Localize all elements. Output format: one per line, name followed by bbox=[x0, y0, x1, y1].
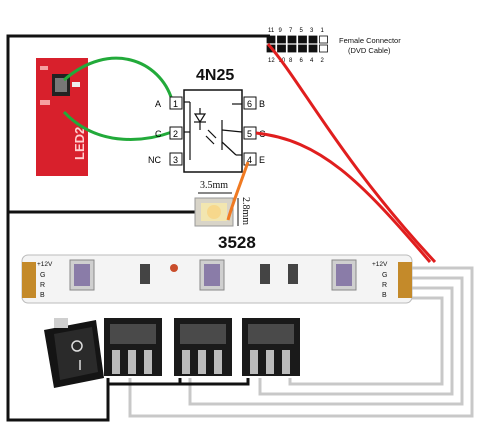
svg-text:2: 2 bbox=[173, 129, 178, 139]
pin-1: 1 A bbox=[155, 96, 183, 110]
connector-bottom-number: 8 bbox=[289, 58, 293, 64]
arduino-board: LED2 bbox=[36, 58, 88, 176]
svg-text:6: 6 bbox=[247, 99, 252, 109]
svg-text:G: G bbox=[40, 272, 45, 279]
smd-led: 3.5mm 2.8mm bbox=[194, 180, 251, 227]
chip-name: 4N25 bbox=[196, 67, 234, 84]
strip-left-labels: +12V G R B bbox=[37, 261, 53, 299]
connector-bottom-number: 6 bbox=[300, 58, 304, 64]
gray-wires bbox=[128, 266, 474, 418]
connector-subtitle: (DVD Cable) bbox=[348, 46, 391, 55]
red-wires bbox=[255, 43, 437, 264]
led-width-dim: 3.5mm bbox=[200, 180, 228, 191]
connector-bottom-number: 2 bbox=[321, 58, 325, 64]
connector-pin bbox=[319, 44, 328, 53]
pin-4-label: E bbox=[259, 155, 265, 165]
switch-body-2 bbox=[174, 318, 232, 376]
rocker-switch bbox=[44, 318, 104, 388]
connector-pin bbox=[277, 35, 286, 44]
connector-top-number: 11 bbox=[268, 28, 275, 34]
connector-pin bbox=[308, 35, 318, 44]
strip-resistor-1 bbox=[140, 264, 150, 284]
connector-pin bbox=[298, 44, 307, 53]
svg-text:1: 1 bbox=[173, 99, 178, 109]
black-wire-loop bbox=[6, 34, 270, 422]
pin-3-label: NC bbox=[148, 155, 161, 165]
connector-pin bbox=[319, 35, 328, 44]
connector-bottom-number: 4 bbox=[310, 58, 314, 64]
board-label: LED2 bbox=[72, 127, 87, 160]
svg-text:+12V: +12V bbox=[37, 261, 53, 268]
svg-text:G: G bbox=[382, 272, 387, 279]
strip-led-2 bbox=[199, 259, 225, 291]
connector-pin bbox=[287, 35, 297, 44]
pin-2: 2 C bbox=[155, 126, 183, 140]
strip-led-3 bbox=[331, 259, 357, 291]
svg-text:R: R bbox=[382, 282, 387, 289]
svg-text:5: 5 bbox=[247, 129, 252, 139]
connector-bottom-number: 12 bbox=[268, 58, 275, 64]
pin-3: 3 NC bbox=[148, 152, 183, 166]
optocoupler-4n25: 4N25 1 A 2 C bbox=[148, 67, 266, 173]
connector-top-number: 9 bbox=[279, 28, 283, 34]
pin-1-label: A bbox=[155, 99, 161, 109]
switch-body-3 bbox=[242, 318, 300, 376]
switch-jumpers bbox=[106, 378, 250, 386]
strip-right-labels: +12V G R B bbox=[372, 261, 388, 299]
svg-text:3: 3 bbox=[173, 155, 178, 165]
led-height-dim: 2.8mm bbox=[240, 197, 251, 225]
green-wires bbox=[62, 56, 174, 141]
connector-pin bbox=[308, 44, 318, 53]
connector-pin bbox=[266, 35, 276, 44]
strip-resistor-2 bbox=[260, 264, 270, 284]
connector-pin bbox=[298, 35, 307, 44]
connector-top-number: 7 bbox=[289, 28, 293, 34]
strip-led-1 bbox=[69, 259, 95, 291]
connector-pin bbox=[277, 44, 286, 53]
led-strip: +12V G R B +12V G R B bbox=[21, 254, 413, 304]
connector-top-number: 1 bbox=[321, 28, 325, 34]
switch-body-1 bbox=[104, 318, 162, 376]
connector-pin bbox=[287, 44, 297, 53]
svg-text:B: B bbox=[40, 292, 45, 299]
pin-2-label: C bbox=[155, 129, 162, 139]
pin-6: 6 B bbox=[243, 96, 265, 110]
strip-resistor-3 bbox=[288, 264, 298, 284]
svg-text:4: 4 bbox=[247, 155, 252, 165]
chip-internal-symbol bbox=[184, 101, 243, 160]
connector-top-number: 3 bbox=[310, 28, 314, 34]
strip-name: 3528 bbox=[218, 233, 256, 252]
orange-wire bbox=[226, 161, 250, 221]
pin-6-label: B bbox=[259, 99, 265, 109]
svg-text:B: B bbox=[382, 292, 387, 299]
svg-text:+12V: +12V bbox=[372, 261, 388, 268]
connector-title: Female Connector bbox=[339, 36, 401, 45]
svg-text:R: R bbox=[40, 282, 45, 289]
connector-top-number: 5 bbox=[300, 28, 304, 34]
